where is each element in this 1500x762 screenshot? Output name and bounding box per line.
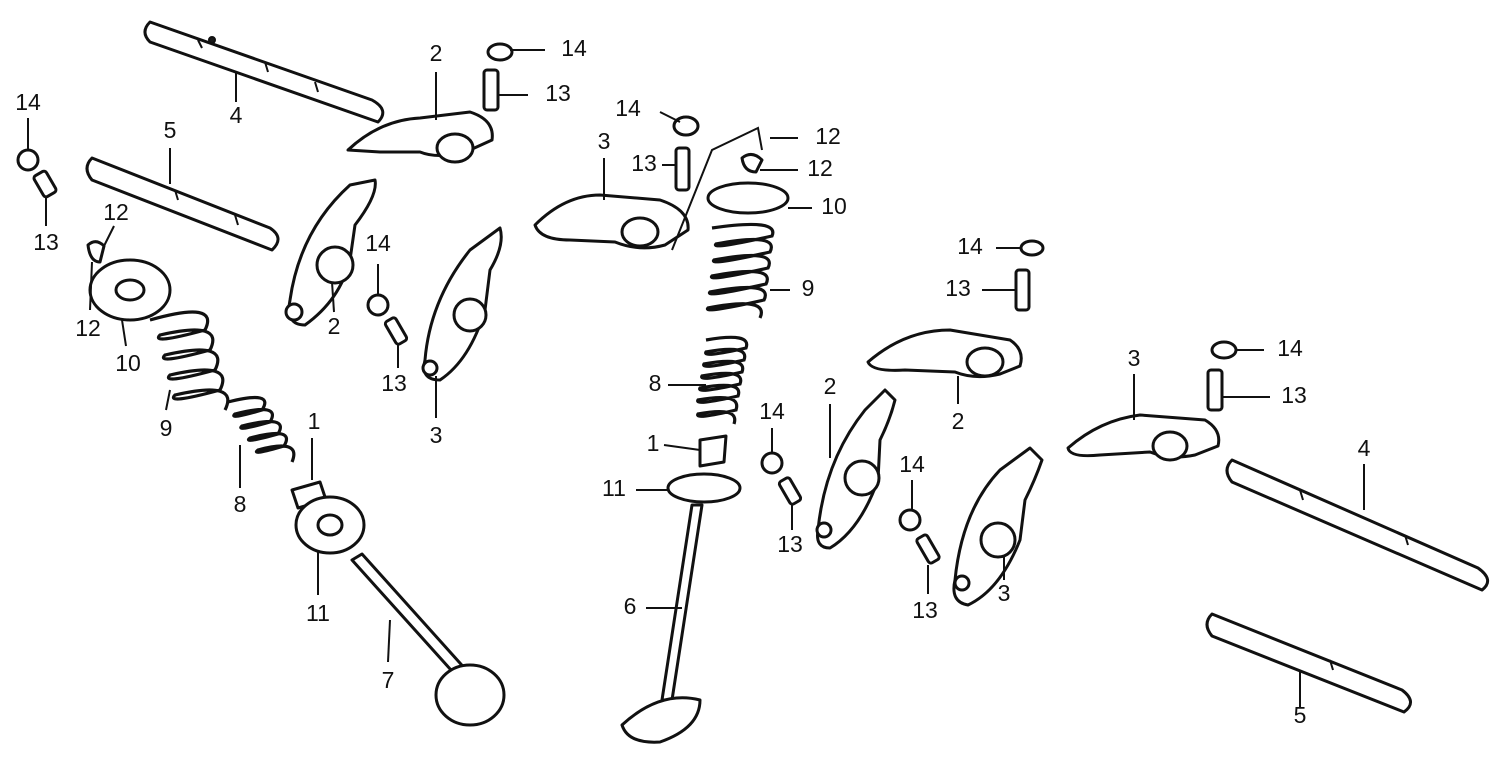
callout-b9: 1 — [647, 430, 660, 456]
rocker-arm-3-center — [533, 193, 690, 250]
rocker-arm-3-far-right — [1066, 413, 1221, 462]
callout-b8: 8 — [649, 370, 662, 396]
adjust-screw-13-center-lower — [777, 476, 803, 506]
adjust-screw-13-top — [482, 68, 500, 112]
callout-c10: 4 — [1358, 435, 1371, 461]
callout-c2: 13 — [945, 275, 971, 301]
callout-b5: 12 — [807, 155, 833, 181]
adjust-screw-13-center-top — [674, 146, 691, 192]
adjust-screw-13-far-left — [32, 169, 58, 199]
callout-c8: 14 — [1277, 335, 1303, 361]
adjust-screw-13-center — [383, 316, 409, 346]
callout-a12: 5 — [164, 117, 177, 143]
callout-b4: 12 — [815, 123, 841, 149]
callout-b13: 13 — [777, 531, 803, 557]
adjust-nut-14-far-right — [1210, 340, 1238, 360]
callout-b1: 14 — [615, 95, 641, 121]
adjust-nut-14-center — [366, 293, 390, 317]
callout-b12: 14 — [759, 398, 785, 424]
rocker-arm-2-right — [866, 328, 1023, 379]
callout-a17: 14 — [365, 230, 391, 256]
adjust-screw-13-right-top — [1014, 268, 1031, 312]
callout-b3: 3 — [598, 128, 611, 154]
callout-a19: 3 — [430, 422, 443, 448]
callout-a4: 12 — [75, 315, 101, 341]
callout-a18: 13 — [381, 370, 407, 396]
rocker-arm-2-top — [346, 110, 494, 164]
callout-a13: 2 — [430, 40, 443, 66]
callout-c11: 5 — [1294, 702, 1307, 728]
adjust-nut-14-center-lower — [760, 451, 784, 475]
callout-a5: 10 — [115, 350, 141, 376]
callout-a9: 11 — [306, 600, 330, 626]
rocker-shaft-5-left — [85, 156, 280, 252]
callout-a16: 2 — [328, 313, 341, 339]
callout-c7: 3 — [1128, 345, 1141, 371]
callout-b7: 9 — [802, 275, 815, 301]
spring-seat-11-left — [294, 495, 366, 555]
valve-stem-seal-1-center — [698, 434, 728, 468]
callout-a10: 7 — [382, 667, 395, 693]
rocker-arm-3-vertical — [421, 226, 503, 382]
callout-c1: 14 — [957, 233, 983, 259]
callout-c4: 14 — [899, 451, 925, 477]
rocker-shaft-4-right — [1225, 458, 1490, 592]
callout-a8: 1 — [308, 408, 321, 434]
callout-b2: 13 — [631, 150, 657, 176]
adjust-nut-14-far-left — [16, 148, 40, 172]
callout-a15: 13 — [545, 80, 571, 106]
outer-valve-spring-9-center — [705, 222, 775, 319]
rocker-shaft-5-right — [1205, 612, 1412, 714]
callout-a2: 13 — [33, 229, 59, 255]
callout-c9: 13 — [1281, 382, 1307, 408]
callout-c5: 13 — [912, 597, 938, 623]
rocker-shaft-4-left — [143, 20, 385, 124]
callout-a1: 14 — [15, 89, 41, 115]
leader-lines — [27, 49, 1365, 708]
callout-c6: 3 — [998, 580, 1011, 606]
callout-b10: 11 — [602, 475, 626, 501]
outer-valve-spring-9-left — [149, 310, 230, 411]
adjust-screw-13-far-right — [1206, 368, 1224, 412]
assembly-guide-line — [671, 126, 763, 251]
adjust-screw-13-right-lower — [915, 533, 941, 565]
valve-7 — [350, 552, 506, 727]
inner-valve-spring-8-center — [696, 335, 749, 425]
callout-a14: 14 — [561, 35, 587, 61]
valve-6 — [620, 503, 704, 744]
rocker-arm-2-center-vertical — [815, 388, 897, 550]
callout-c3: 2 — [952, 408, 965, 434]
callout-b11: 6 — [624, 593, 637, 619]
adjust-nut-14-right-lower — [898, 508, 922, 532]
callout-labels: 14 13 12 12 10 9 8 1 11 7 4 5 2 14 13 2 … — [15, 35, 1370, 728]
callout-a7: 8 — [234, 491, 247, 517]
adjust-nut-14-top — [486, 42, 514, 62]
callout-b6: 10 — [821, 193, 847, 219]
callout-a11: 4 — [230, 102, 243, 128]
rocker-arm-2-vertical — [284, 178, 377, 327]
callout-a3: 12 — [103, 199, 129, 225]
valve-keeper-12-left — [86, 240, 106, 264]
spring-seat-11-center — [666, 472, 742, 504]
rocker-arm-3-right-vertical — [952, 446, 1044, 607]
callout-a6: 9 — [160, 415, 173, 441]
adjust-nut-14-right-top — [1019, 239, 1045, 257]
valve-keeper-12-center — [740, 153, 764, 174]
inner-valve-spring-8-left — [227, 395, 296, 463]
spring-retainer-10-left — [88, 258, 172, 322]
spring-retainer-10-center — [706, 181, 790, 215]
callout-b14: 2 — [824, 373, 837, 399]
